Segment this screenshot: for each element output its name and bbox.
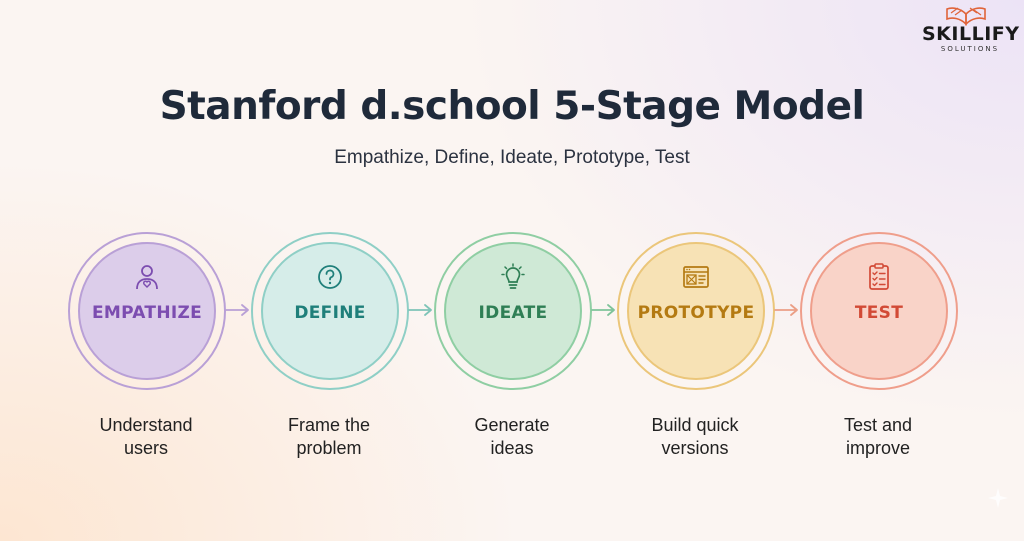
description-line: problem: [296, 438, 362, 458]
stage-description-prototype: Build quick versions: [615, 414, 775, 460]
stage-outer-ring: [68, 232, 226, 390]
arrow-right-icon: [225, 304, 249, 316]
stage-outer-ring: [617, 232, 775, 390]
stage-label: EMPATHIZE: [91, 303, 203, 323]
arrow-right-icon: [591, 304, 615, 316]
logo-subtitle: SOLUTIONS: [940, 45, 1000, 53]
stage-description-ideate: Generate ideas: [432, 414, 592, 460]
description-line: ideas: [490, 438, 534, 458]
stage-inner-circle: [627, 242, 765, 380]
stage-description-test: Test and improve: [798, 414, 958, 460]
stage-inner-circle: [261, 242, 399, 380]
stage-define: DEFINE: [251, 232, 409, 390]
stage-label: DEFINE: [294, 303, 366, 323]
description-line: versions: [661, 438, 729, 458]
lightbulb-icon: [501, 263, 525, 289]
question-circle-icon: [318, 265, 342, 289]
description-line: Test and: [843, 415, 913, 435]
open-book-icon: [946, 7, 986, 26]
checklist-icon: [869, 263, 889, 290]
description-line: users: [123, 438, 168, 458]
stage-inner-circle: [78, 242, 216, 380]
stage-label: IDEATE: [478, 303, 548, 323]
description-line: improve: [845, 438, 911, 458]
stage-label: TEST: [854, 303, 904, 323]
description-line: Generate: [474, 415, 550, 435]
stage-outer-ring: [800, 232, 958, 390]
stage-test: TEST: [800, 232, 958, 390]
skillify-logo: SKILLIFY SOLUTIONS: [922, 4, 1020, 56]
stage-empathize: EMPATHIZE: [68, 232, 226, 390]
stage-prototype: PROTOTYPE: [617, 232, 775, 390]
logo-name: SKILLIFY: [922, 23, 1020, 45]
arrow-right-icon: [408, 304, 432, 316]
stage-label: PROTOTYPE: [637, 303, 755, 323]
page-title: Stanford d.school 5-Stage Model: [159, 84, 865, 129]
stage-description-empathize: Understand users: [66, 414, 226, 460]
description-line: Frame the: [287, 415, 371, 435]
person-heart-icon: [136, 265, 158, 290]
description-line: Build quick: [651, 415, 739, 435]
page-subtitle: Empathize, Define, Ideate, Prototype, Te…: [334, 147, 690, 168]
description-line: Understand: [99, 415, 193, 435]
sparkle-icon: [988, 488, 1008, 508]
stage-ideate: IDEATE: [434, 232, 592, 390]
stage-inner-circle: [444, 242, 582, 380]
stage-outer-ring: [434, 232, 592, 390]
stage-outer-ring: [251, 232, 409, 390]
arrow-right-icon: [774, 304, 798, 316]
stage-description-define: Frame the problem: [249, 414, 409, 460]
wireframe-icon: [683, 266, 709, 288]
